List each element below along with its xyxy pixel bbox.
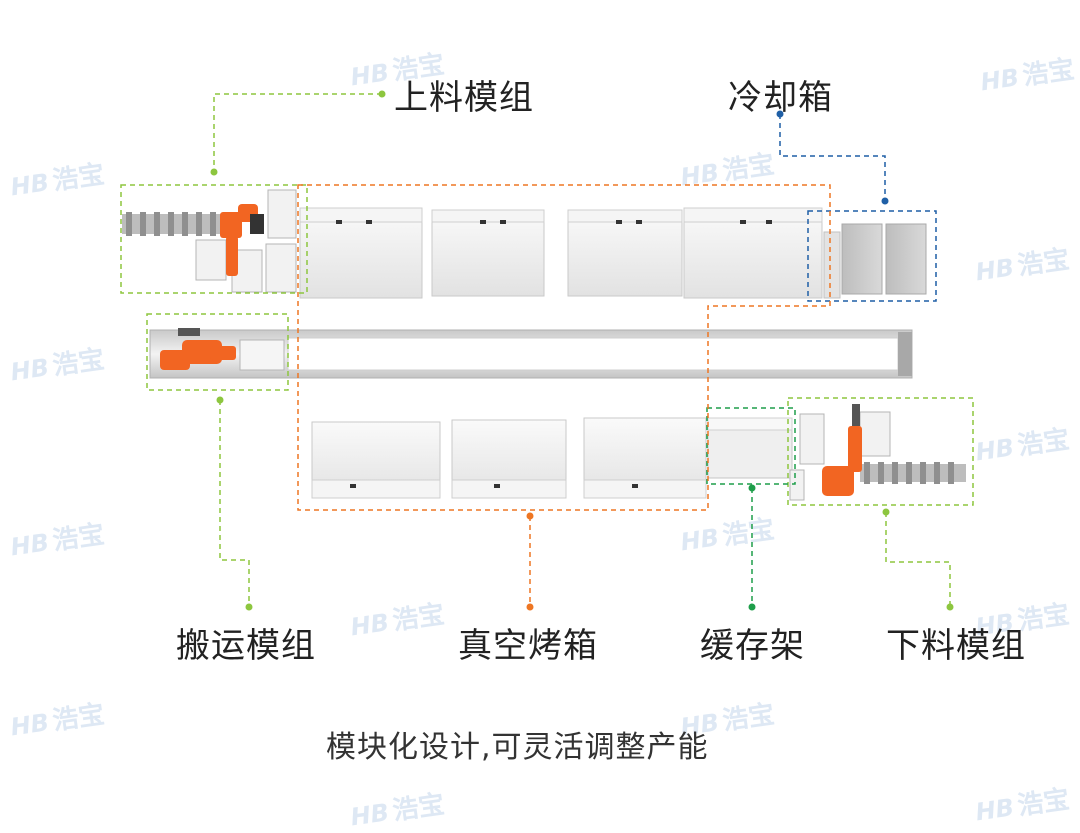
handling-tray-stack [239, 339, 285, 371]
unloading-conveyor [860, 462, 966, 484]
loading-module-leader [213, 93, 382, 170]
cooling-box-leader [779, 114, 886, 200]
leader-dot [526, 512, 534, 520]
leader-dot [526, 603, 534, 611]
vacuum-oven-bottom-2 [451, 419, 567, 499]
vacuum-oven-frame [297, 184, 831, 511]
vacuum-oven-top-4 [683, 207, 823, 299]
unloading-module-leader [885, 512, 951, 606]
loading-module-frame [120, 184, 308, 294]
leader-dot [748, 484, 756, 492]
vacuum-oven-top-1 [299, 207, 423, 299]
leader-dot [378, 90, 386, 98]
leader-dot [748, 603, 756, 611]
label-vacuum-oven: 真空烤箱 [458, 626, 598, 666]
vacuum-oven-top-3 [567, 209, 683, 297]
leader-dot [216, 396, 224, 404]
buffer-rack-unit [707, 417, 793, 479]
leader-dot [776, 110, 784, 118]
handling-module-leader [219, 400, 250, 606]
leader-dot [946, 603, 954, 611]
leader-dot [882, 508, 890, 516]
buffer-rack-frame [706, 407, 796, 485]
unloading-module-frame [787, 397, 974, 506]
loading-robot [220, 204, 264, 276]
vacuum-oven-top-2 [431, 209, 545, 297]
leader-dot [881, 197, 889, 205]
label-unloading-module: 下料模组 [886, 626, 1026, 666]
label-cooling-box: 冷却箱 [728, 78, 833, 118]
cooling-box-unit [823, 223, 927, 299]
label-loading-module: 上料模组 [394, 78, 534, 118]
leader-dot [210, 168, 218, 176]
unloading-robot [822, 404, 862, 496]
handling-module-frame [146, 313, 289, 391]
cooling-box-frame [807, 210, 937, 302]
leader-dot [245, 603, 253, 611]
loading-conveyor [122, 212, 232, 236]
unloading-tray-stack [789, 411, 891, 501]
handling-robot [160, 328, 236, 370]
caption: 模块化设计,可灵活调整产能 [326, 730, 709, 765]
label-handling-module: 搬运模组 [176, 626, 316, 666]
vacuum-oven-bottom-3 [583, 417, 707, 499]
label-buffer-rack: 缓存架 [700, 626, 805, 666]
vacuum-oven-bottom-1 [311, 421, 441, 499]
